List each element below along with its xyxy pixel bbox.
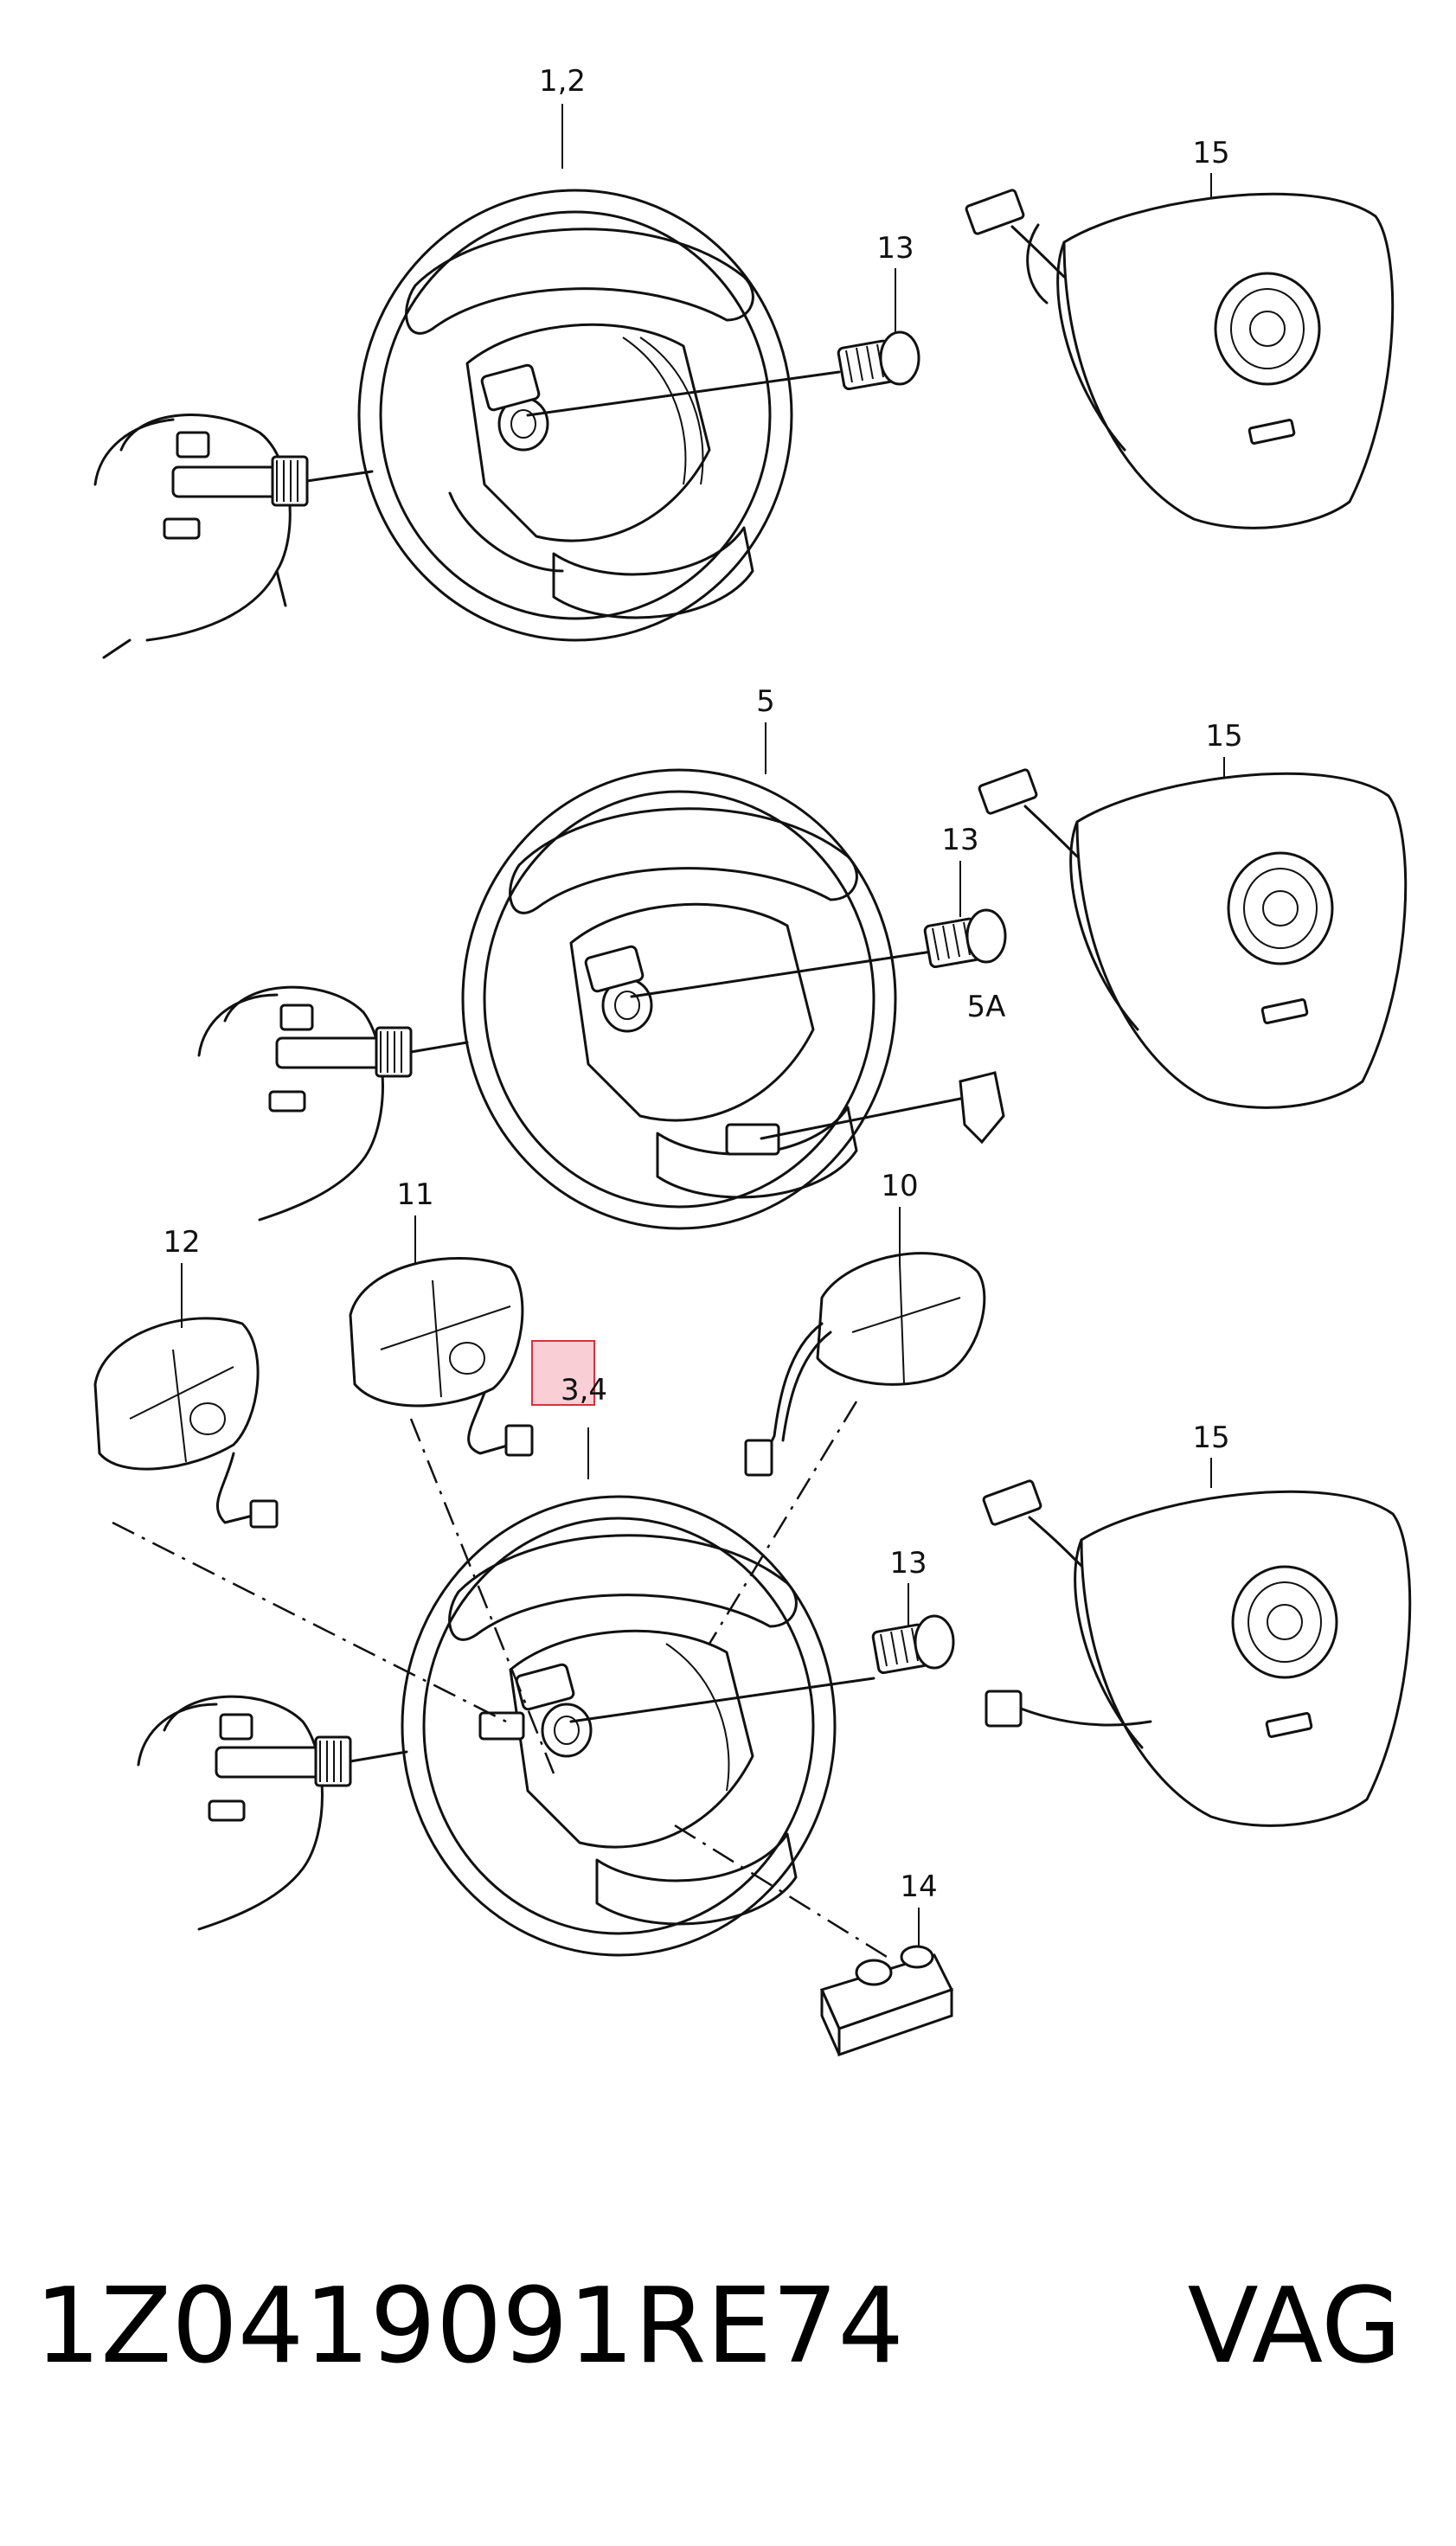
airbag-module-15-b [978,768,1408,1109]
label-leaders [181,104,1225,1946]
steering-wheel-assembly-2 [197,768,1408,1230]
steering-wheel-assembly-3 [93,1252,1412,2057]
multifunction-switch-10 [744,1252,986,1477]
part-number: 1Z0419091RE74 [35,2267,904,2387]
bolt-13-a [837,330,920,391]
steering-wheel-1 [357,189,841,642]
steering-wheel-2 [461,768,962,1230]
steering-column-2 [197,985,469,1222]
trim-cover-5A [959,1071,1005,1145]
bolt-13-b [923,908,1007,969]
brand-name: VAG [1188,2267,1401,2387]
label-15-c: 15 [1192,1421,1229,1455]
steering-column-3 [137,1695,408,1931]
bolt-13-c [871,1614,955,1675]
switch-unit-14 [819,1945,954,2057]
label-5: 5 [756,684,775,719]
steering-wheel-assembly-1 [93,189,1395,659]
airbag-module-15-c [982,1479,1412,1827]
label-13-a: 13 [876,231,914,266]
steering-column-1 [93,414,374,659]
multifunction-switch-12 [93,1317,279,1529]
label-11: 11 [396,1177,433,1212]
label-15-a: 15 [1192,136,1229,170]
label-3-4: 3,4 [561,1373,607,1408]
multifunction-switch-11 [349,1257,534,1457]
label-13-b: 13 [941,823,978,857]
label-12: 12 [163,1225,200,1260]
label-5A: 5A [967,990,1006,1024]
label-13-c: 13 [889,1546,927,1581]
steering-wheel-3 [401,1495,876,1957]
highlight-box-3-4 [531,1340,595,1406]
label-14: 14 [900,1869,937,1904]
label-1-2: 1,2 [539,64,586,99]
label-10: 10 [881,1169,918,1203]
dashed-leaders [112,1401,892,1961]
label-15-b: 15 [1205,719,1242,754]
airbag-module-15-a [965,189,1395,529]
